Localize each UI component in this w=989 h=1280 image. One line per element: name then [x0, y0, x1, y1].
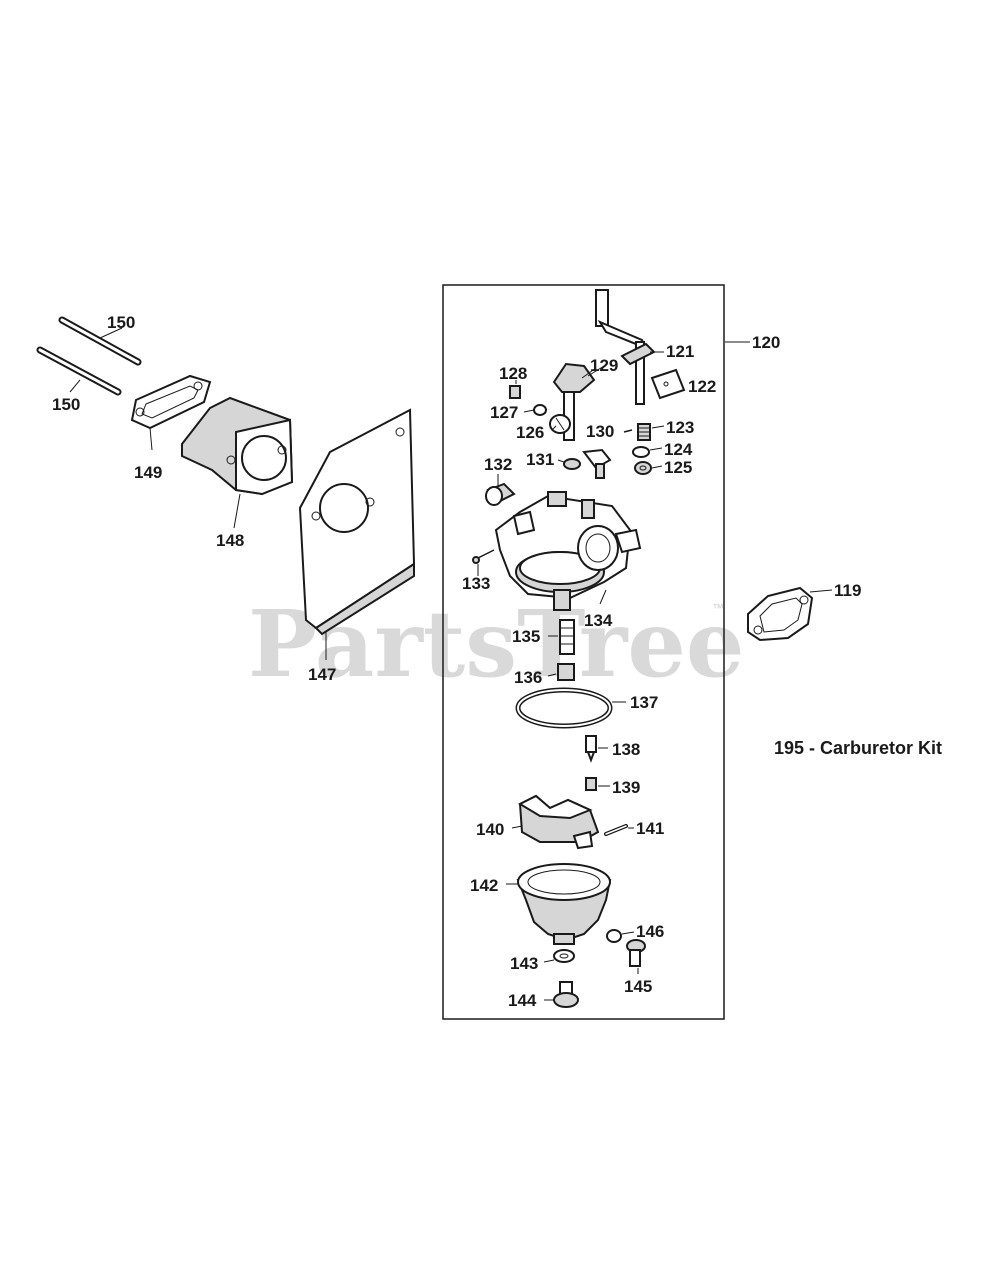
callout-125: 125 [664, 458, 692, 477]
part-143-washer[interactable] [553, 949, 575, 963]
part-130-idle-screw[interactable] [582, 448, 612, 479]
part-128-screw[interactable] [509, 385, 521, 399]
watermark-trademark: ™ [712, 601, 724, 615]
callout-142: 142 [470, 876, 498, 895]
callout-128: 128 [499, 364, 527, 383]
part-149-gasket[interactable] [130, 374, 212, 451]
part-140-float[interactable] [517, 794, 600, 850]
part-119-gasket[interactable] [747, 586, 814, 642]
callout-147: 147 [308, 665, 336, 684]
part-144-bolt[interactable] [553, 981, 579, 1008]
part-129-throttle-shaft[interactable] [552, 362, 605, 441]
part-121-choke-shaft[interactable] [595, 289, 656, 405]
callout-138: 138 [612, 740, 640, 759]
callout-129: 129 [590, 356, 618, 375]
part-133-screw[interactable] [472, 549, 495, 564]
part-142-float-bowl[interactable] [516, 863, 612, 945]
part-138-float-needle[interactable] [585, 735, 597, 763]
part-141-pin[interactable] [604, 824, 628, 836]
callout-134: 134 [584, 611, 613, 630]
callout-141: 141 [636, 819, 664, 838]
part-135-jet-tube[interactable] [559, 619, 575, 655]
callout-126: 126 [516, 423, 544, 442]
callout-150-lower: 150 [52, 395, 80, 414]
callout-149: 149 [134, 463, 162, 482]
callout-122: 122 [688, 377, 716, 396]
callout-123: 123 [666, 418, 694, 437]
callout-127: 127 [490, 403, 518, 422]
callout-130: 130 [586, 422, 614, 441]
callout-150-upper: 150 [107, 313, 135, 332]
callout-120: 120 [752, 333, 780, 352]
callout-132: 132 [484, 455, 512, 474]
part-127-washer[interactable] [533, 404, 547, 416]
part-148-insulator[interactable] [181, 396, 294, 529]
leader-lines [477, 341, 833, 1001]
callout-148: 148 [216, 531, 244, 550]
part-137-o-ring[interactable] [515, 687, 613, 729]
part-150-studs[interactable] [36, 316, 142, 396]
callout-139: 139 [612, 778, 640, 797]
part-139-spring[interactable] [585, 777, 597, 791]
callout-133: 133 [462, 574, 490, 593]
kit-note: 195 - Carburetor Kit [774, 738, 942, 758]
part-145-screw[interactable] [626, 939, 646, 967]
callout-131: 131 [526, 450, 554, 469]
part-131-washer[interactable] [563, 458, 581, 470]
part-126-throttle-plate[interactable] [549, 414, 571, 434]
part-124-washer[interactable] [632, 446, 650, 458]
callout-145: 145 [624, 977, 652, 996]
part-132-screw[interactable] [485, 482, 516, 506]
callout-124: 124 [664, 440, 693, 459]
part-136-main-jet[interactable] [557, 663, 575, 681]
callout-140: 140 [476, 820, 504, 839]
callout-137: 137 [630, 693, 658, 712]
callout-144: 144 [508, 991, 537, 1010]
part-134-carburetor-body[interactable] [494, 491, 642, 611]
carburetor-assembly-frame [442, 284, 725, 1020]
part-147-heat-shield[interactable] [298, 408, 416, 660]
callout-135: 135 [512, 627, 540, 646]
part-122-choke-plate[interactable] [650, 368, 686, 400]
callout-119: 119 [834, 581, 861, 600]
callout-121: 121 [666, 342, 694, 361]
callout-143: 143 [510, 954, 538, 973]
callout-146: 146 [636, 922, 664, 941]
part-146-washer[interactable] [606, 929, 622, 943]
callout-labels: 120 119 121 122 123 124 125 126 127 128 … [52, 313, 861, 1010]
part-123-spring[interactable] [623, 423, 651, 441]
callout-136: 136 [514, 668, 542, 687]
part-125-nut[interactable] [634, 461, 652, 475]
